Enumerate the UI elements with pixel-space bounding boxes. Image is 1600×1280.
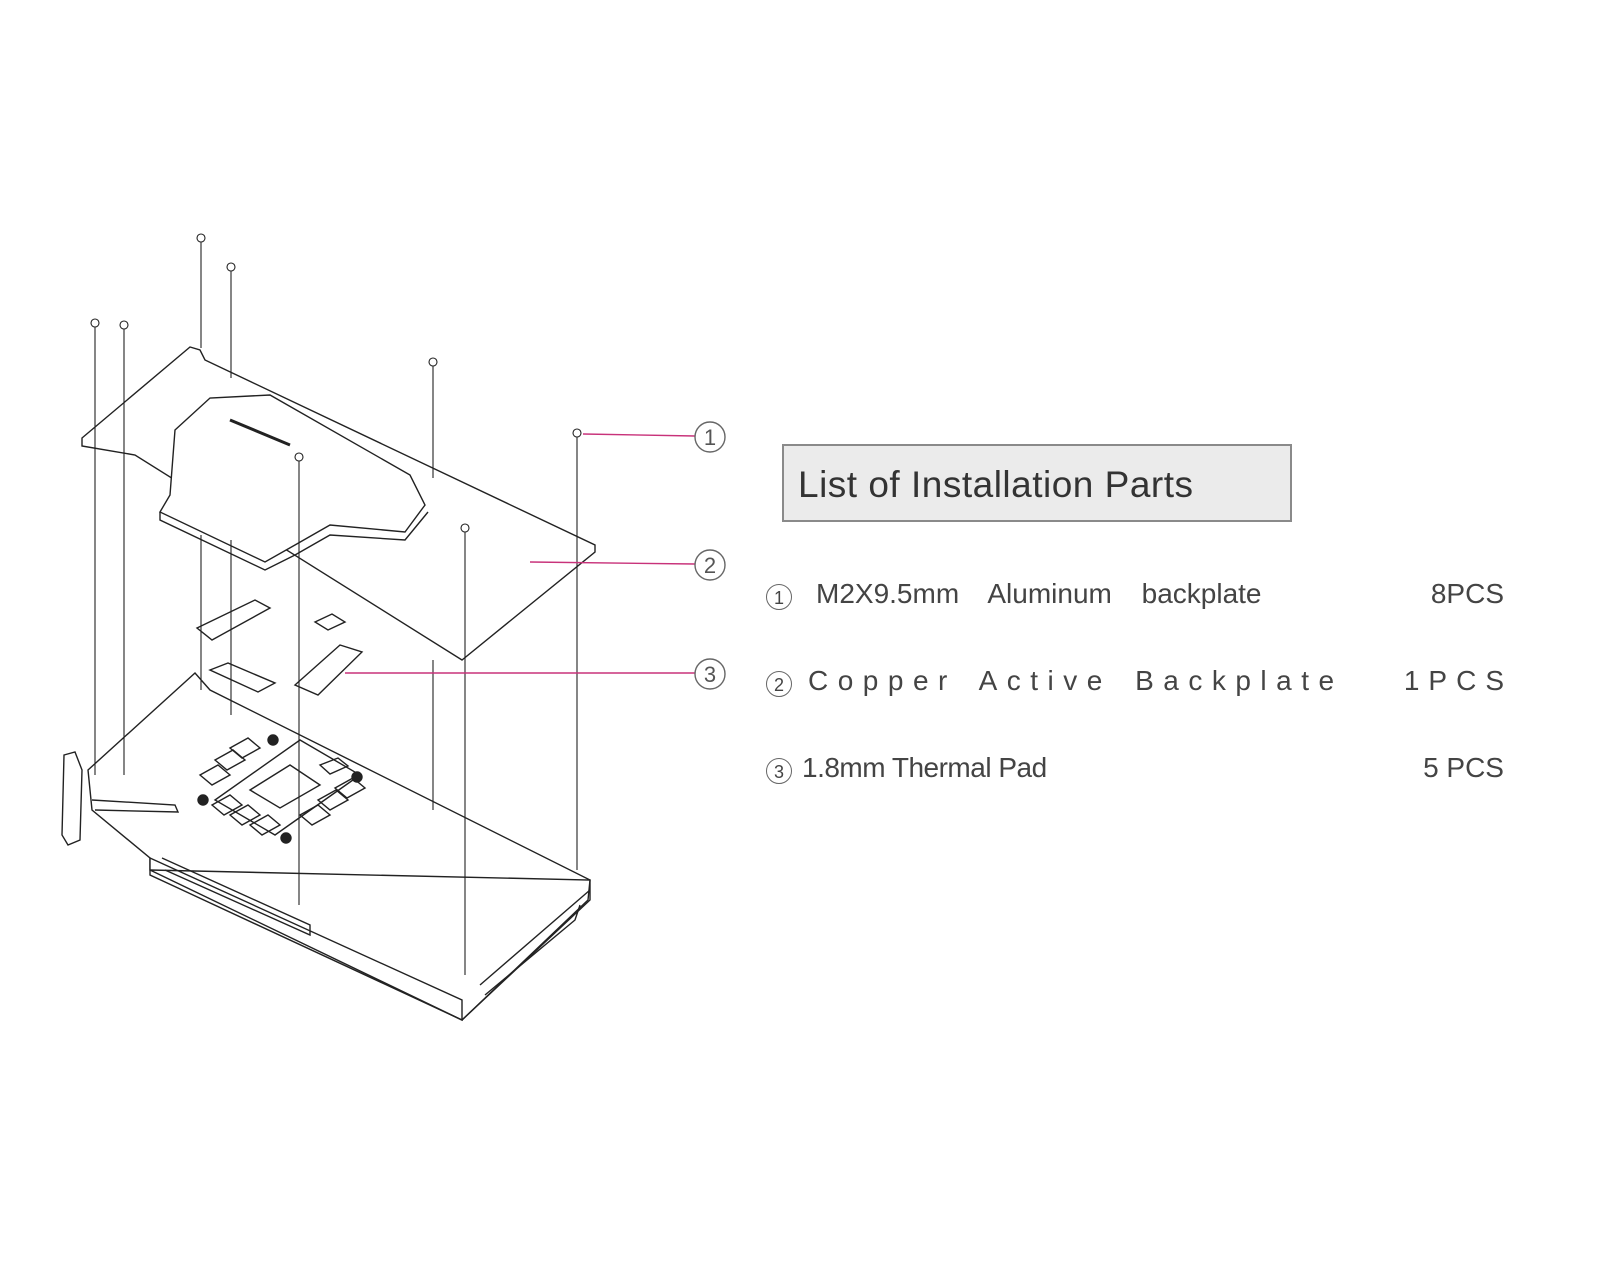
- svg-text:1: 1: [704, 425, 716, 450]
- thermal-pads: [195, 599, 364, 696]
- parts-list-title: List of Installation Parts: [798, 464, 1194, 505]
- callout-2: 2: [529, 549, 726, 581]
- item-description: 1.8mm Thermal Pad: [802, 752, 1047, 783]
- parts-list-item: 3 1.8mm Thermal Pad 5 PCS: [766, 752, 1504, 792]
- callout-1: 1: [582, 421, 726, 453]
- copper-backplate: [81, 346, 596, 661]
- item-description: Copper Active Backplate: [808, 665, 1344, 696]
- item-quantity: 8PCS: [1430, 578, 1504, 609]
- item-quantity: 5 PCS: [1423, 752, 1504, 783]
- screws: [90, 233, 582, 975]
- parts-list-item: 2 Copper Active Backplate 1PCS: [766, 665, 1504, 705]
- item-number: 1: [766, 584, 792, 610]
- svg-text:2: 2: [704, 553, 716, 578]
- svg-text:3: 3: [704, 662, 716, 687]
- item-number: 2: [766, 671, 792, 697]
- parts-list-title-box: List of Installation Parts: [782, 444, 1292, 522]
- parts-list-item: 1 M2X9.5mm Aluminum backplate 8PCS: [766, 578, 1504, 618]
- item-number: 3: [766, 758, 792, 784]
- item-description: M2X9.5mm Aluminum backplate: [816, 578, 1262, 609]
- callout-3: 3: [345, 658, 726, 690]
- graphics-card: [61, 672, 591, 1022]
- item-quantity: 1PCS: [1403, 665, 1513, 696]
- memory-chips: [198, 737, 367, 836]
